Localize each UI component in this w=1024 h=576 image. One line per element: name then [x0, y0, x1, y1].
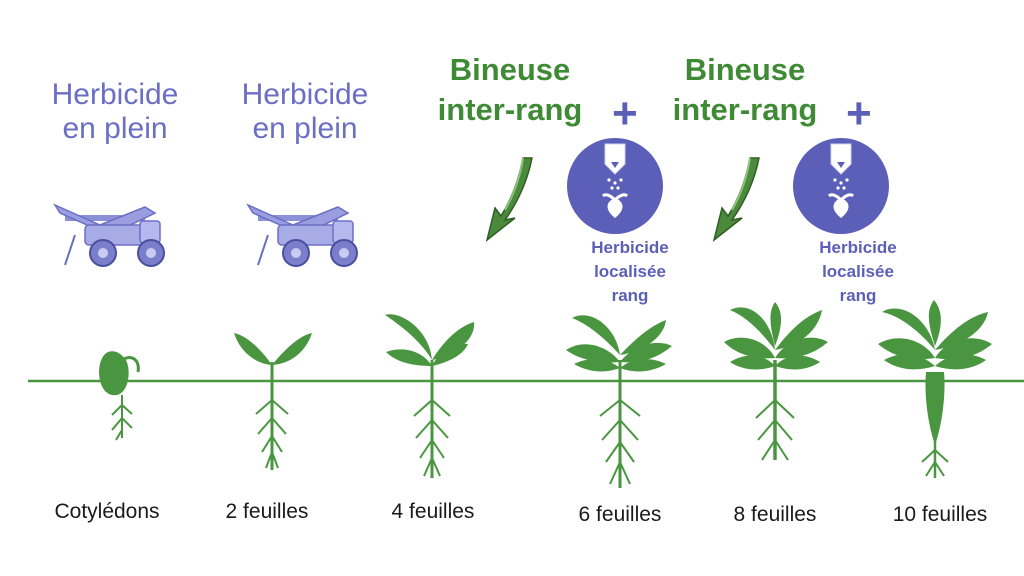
spot-label-1-line1: Herbicide — [591, 238, 669, 257]
hoe-label-1-line1: Bineuse — [449, 52, 571, 87]
herbicide-label-2: Herbicide en plein — [220, 78, 390, 146]
sprayer-icon — [54, 204, 165, 267]
hoe-label-1: Bineuse inter-rang — [425, 50, 595, 130]
stage-label-4-leaves: 4 feuilles — [391, 500, 475, 523]
plant-8-leaves-icon — [724, 302, 828, 461]
nozzle-disc-icon — [565, 136, 665, 236]
herbicide-label-2-line1: Herbicide — [241, 78, 369, 111]
plus-sign-2: + — [846, 89, 872, 138]
plant-10-leaves-icon — [878, 300, 992, 478]
hoe-arrow-icon — [486, 157, 533, 241]
hoe-label-2-line1: Bineuse — [684, 52, 806, 87]
hoe-arrow-icon — [713, 157, 760, 241]
plant-4-leaves-icon — [385, 314, 475, 478]
plant-cotyledons-icon — [99, 351, 140, 441]
stage-label-2-leaves: 2 feuilles — [225, 500, 309, 523]
spot-label-2-line3: rang — [839, 286, 877, 305]
plant-6-leaves-icon — [566, 315, 672, 488]
stage-label-6-leaves: 6 feuilles — [578, 503, 662, 526]
spot-label-1-line2: localisée — [594, 262, 666, 281]
herbicide-label-2-line2: en plein — [252, 112, 358, 145]
spot-label-2-line2: localisée — [822, 262, 894, 281]
plus-sign-1: + — [612, 89, 638, 138]
sprayer-icon — [247, 204, 358, 267]
spot-herbicide-label-2: Herbicide localisée rang — [793, 236, 923, 308]
spot-herbicide-label-1: Herbicide localisée rang — [565, 236, 695, 308]
plant-2-leaves-icon — [234, 333, 312, 470]
hoe-label-2: Bineuse inter-rang — [660, 50, 830, 130]
spot-label-2-line1: Herbicide — [819, 238, 897, 257]
herbicide-label-1: Herbicide en plein — [30, 78, 200, 146]
hoe-label-2-line2: inter-rang — [672, 92, 818, 127]
herbicide-label-1-line1: Herbicide — [51, 78, 179, 111]
spot-label-1-line3: rang — [611, 286, 649, 305]
stage-label-10-leaves: 10 feuilles — [892, 503, 988, 526]
stage-label-cotyledons: Cotylédons — [54, 500, 160, 523]
hoe-label-1-line2: inter-rang — [437, 92, 583, 127]
nozzle-disc-icon — [791, 136, 891, 236]
stage-label-8-leaves: 8 feuilles — [733, 503, 817, 526]
herbicide-label-1-line2: en plein — [62, 112, 168, 145]
